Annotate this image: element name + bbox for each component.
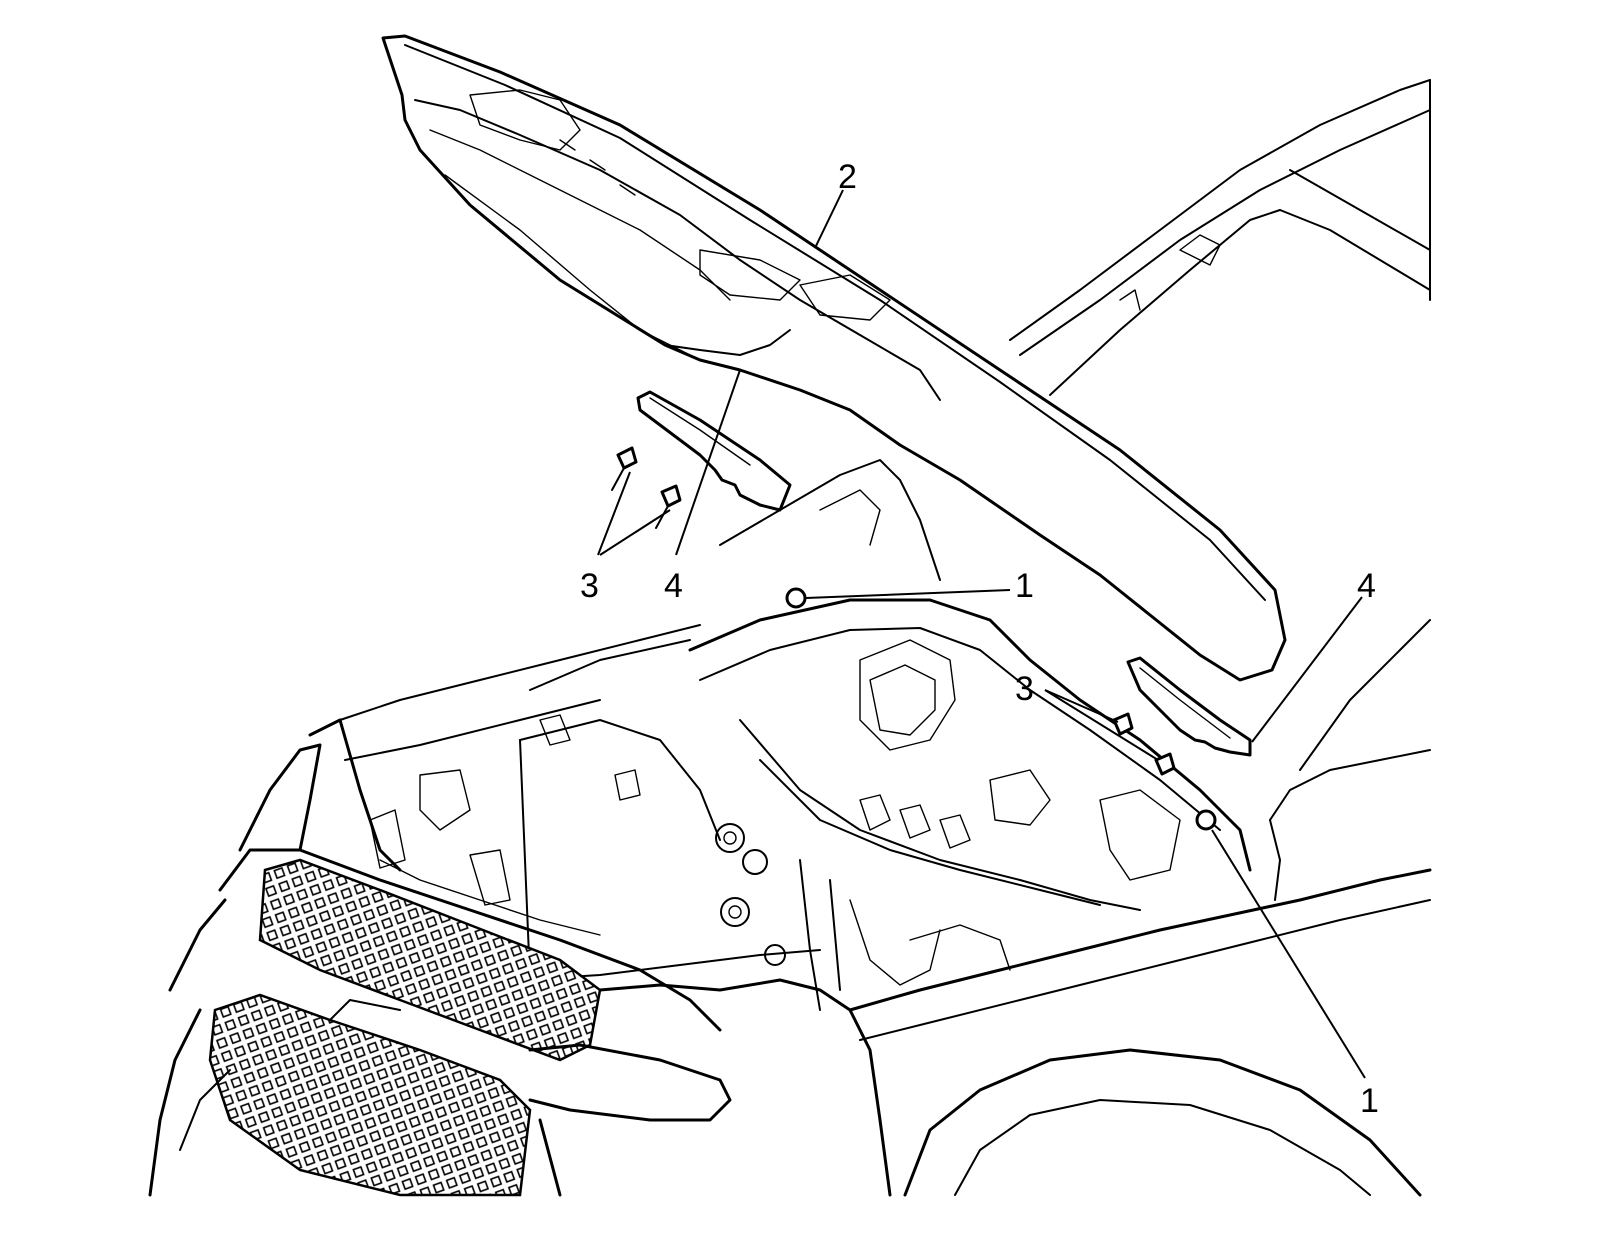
front-fascia [148,743,892,1197]
upper-grille [258,858,602,1062]
left-hinge-bolts [611,446,682,529]
callout-4-right: 4 [1357,567,1376,605]
callout-3-left: 3 [580,567,599,605]
callout-1-bottom: 1 [1360,1082,1379,1120]
left-hinge-strap [636,390,792,512]
callout-1-top: 1 [1015,567,1034,605]
hood [381,34,1287,682]
right-fender [848,619,1432,1197]
callout-2: 2 [838,158,857,196]
right-hinge-strap [1126,656,1252,757]
callout-3-right: 3 [1015,670,1034,708]
windshield-frame [1009,79,1431,396]
right-hinge-bolts [1112,712,1176,776]
leader-lines [597,189,1366,1079]
hinge-nuts [785,587,1217,831]
callout-4-left: 4 [664,567,683,605]
lower-grille [208,993,532,1197]
